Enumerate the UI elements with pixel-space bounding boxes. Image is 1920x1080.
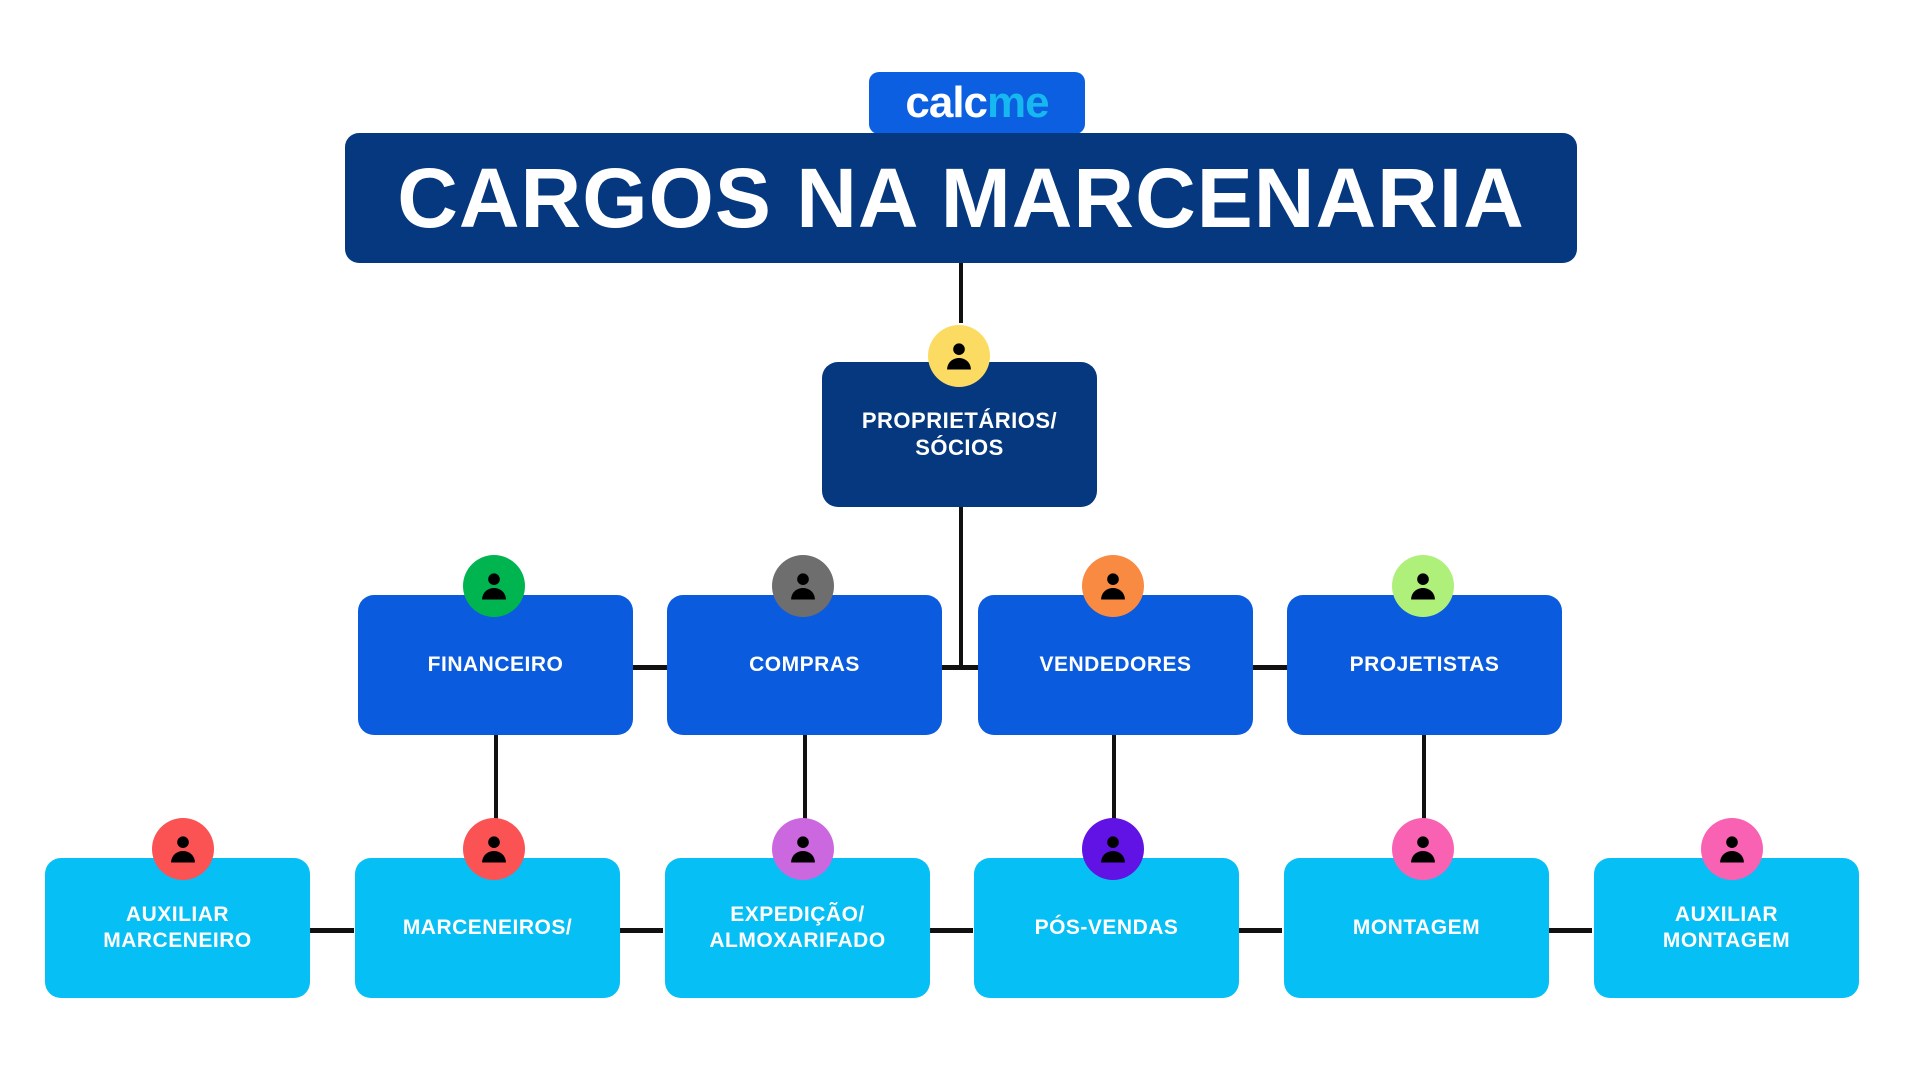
node-label: PÓS-VENDAS (1034, 916, 1179, 940)
node-vendedores[interactable]: VENDEDORES (978, 595, 1253, 735)
node-label: PROPRIETÁRIOS/ SÓCIOS (861, 407, 1058, 460)
logo-text-calc: calc (905, 78, 988, 127)
avatar-proprietarios-socios (928, 325, 990, 387)
person-icon (1101, 573, 1125, 600)
connector-title-to-root (959, 263, 963, 323)
node-marceneiros[interactable]: MARCENEIROS/ (355, 858, 620, 998)
person-icon (482, 836, 506, 863)
person-icon (482, 573, 506, 600)
avatar-montagem (1392, 818, 1454, 880)
person-icon (1720, 836, 1744, 863)
avatar-compras (772, 555, 834, 617)
connector-level3-e (1547, 928, 1592, 933)
person-icon (1411, 836, 1435, 863)
avatar-projetistas (1392, 555, 1454, 617)
node-label: PROJETISTAS (1349, 653, 1500, 677)
logo-text-me: me (987, 78, 1050, 127)
connector-compras-down (803, 733, 807, 821)
avatar-vendedores (1082, 555, 1144, 617)
node-financeiro[interactable]: FINANCEIRO (358, 595, 633, 735)
connector-level3-a (309, 928, 354, 933)
connector-level3-b (618, 928, 663, 933)
node-label: VENDEDORES (1039, 653, 1192, 677)
node-label: AUXILIAR MARCENEIRO (103, 903, 252, 952)
connector-financeiro-down (494, 733, 498, 821)
node-label: AUXILIAR MONTAGEM (1662, 903, 1791, 952)
connector-level2-c (1253, 665, 1287, 670)
connector-level2-a (633, 665, 667, 670)
node-expedicao-almoxarifado[interactable]: EXPEDIÇÃO/ ALMOXARIFADO (665, 858, 930, 998)
node-projetistas[interactable]: PROJETISTAS (1287, 595, 1562, 735)
avatar-auxiliar-montagem (1701, 818, 1763, 880)
connector-vendedores-down (1112, 733, 1116, 821)
connector-level2-b (941, 665, 981, 670)
page-title: CARGOS NA MARCENARIA (397, 150, 1525, 245)
node-label: FINANCEIRO (427, 653, 564, 677)
avatar-financeiro (463, 555, 525, 617)
connector-projetistas-down (1422, 733, 1426, 821)
node-label: MARCENEIROS/ (402, 916, 573, 940)
person-icon (791, 573, 815, 600)
person-icon (1101, 836, 1125, 863)
node-label: MONTAGEM (1352, 916, 1481, 940)
avatar-expedicao-almoxarifado (772, 818, 834, 880)
node-auxiliar-montagem[interactable]: AUXILIAR MONTAGEM (1594, 858, 1859, 998)
node-pos-vendas[interactable]: PÓS-VENDAS (974, 858, 1239, 998)
node-montagem[interactable]: MONTAGEM (1284, 858, 1549, 998)
person-icon (947, 343, 971, 370)
avatar-pos-vendas (1082, 818, 1144, 880)
person-icon (791, 836, 815, 863)
avatar-auxiliar-marceneiro (152, 818, 214, 880)
connector-level3-c (928, 928, 973, 933)
node-label: EXPEDIÇÃO/ ALMOXARIFADO (709, 903, 886, 952)
connector-level3-d (1237, 928, 1282, 933)
person-icon (171, 836, 195, 863)
connector-root-to-level2 (959, 506, 963, 667)
node-auxiliar-marceneiro[interactable]: AUXILIAR MARCENEIRO (45, 858, 310, 998)
page-title-banner: CARGOS NA MARCENARIA (345, 133, 1577, 263)
node-label: COMPRAS (749, 653, 860, 677)
avatar-marceneiros (463, 818, 525, 880)
node-compras[interactable]: COMPRAS (667, 595, 942, 735)
person-icon (1411, 573, 1435, 600)
